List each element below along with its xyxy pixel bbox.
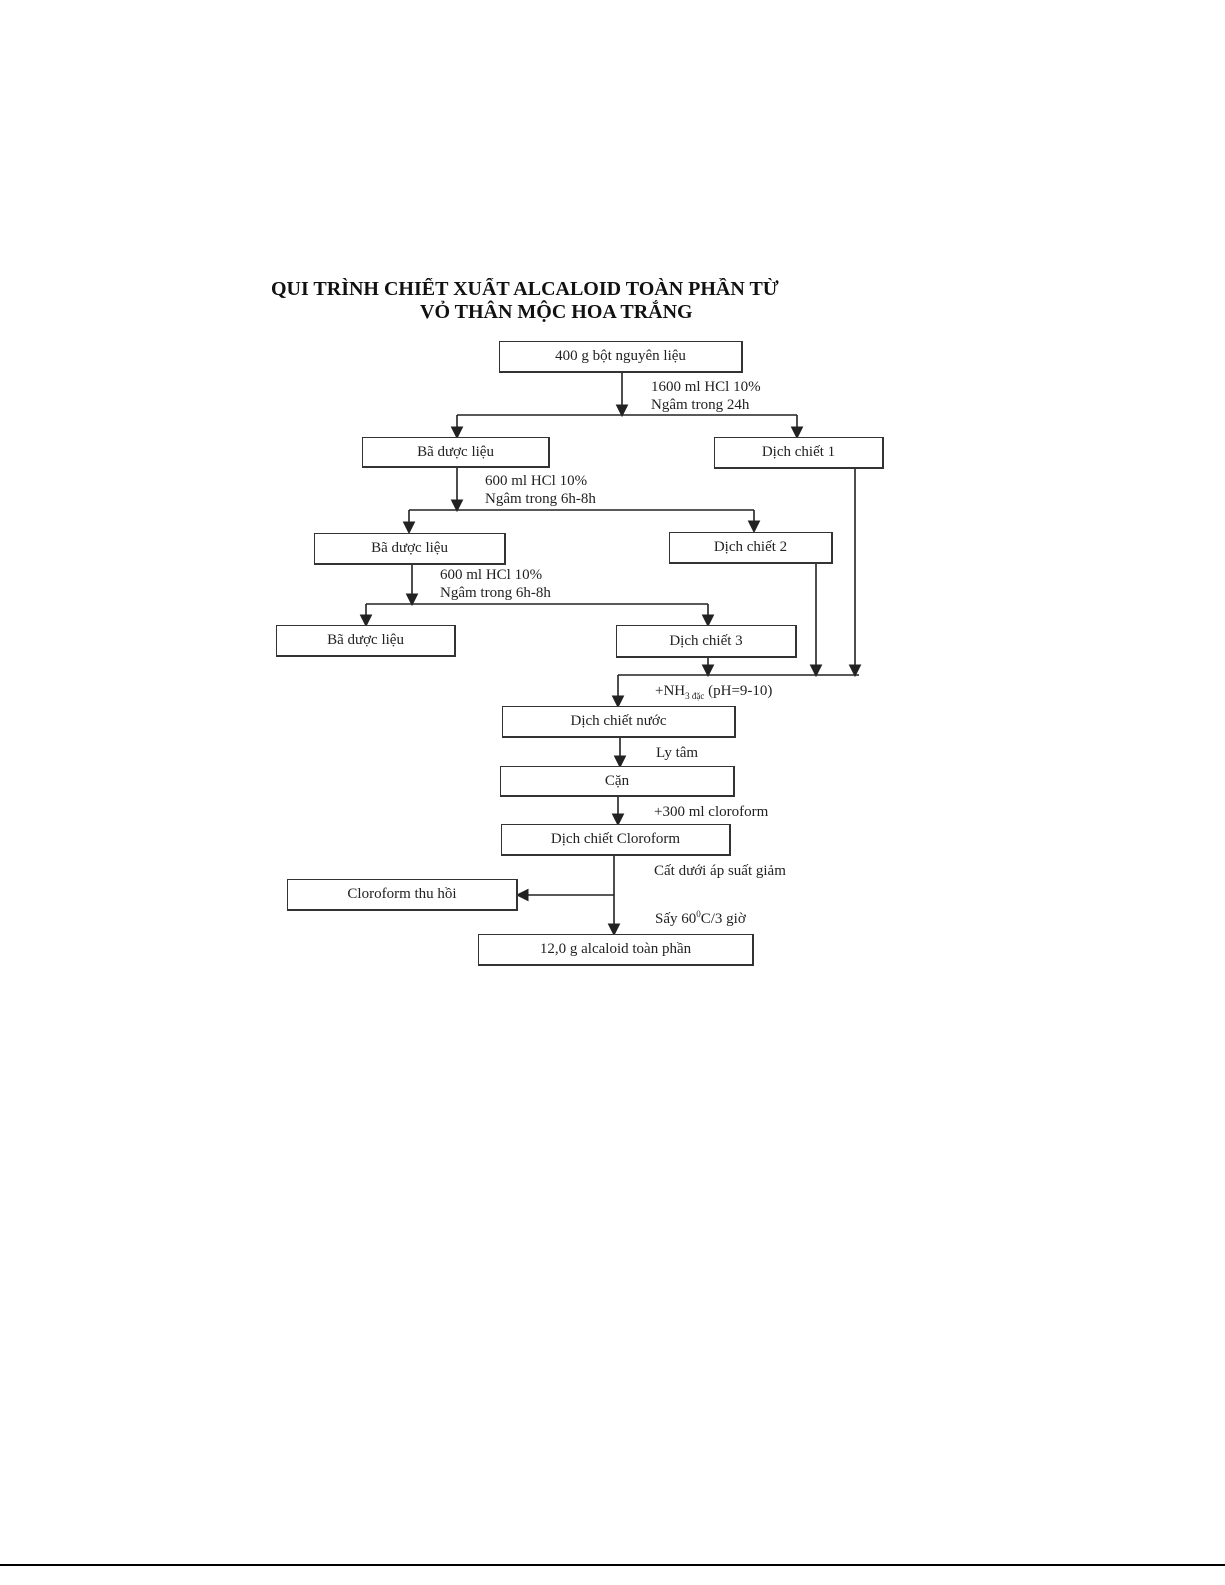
centrifuge-label: Ly tâm [656,745,699,761]
box-chloroform-extract: Dịch chiết Cloroform [501,824,731,856]
ammonia-step-label: +NH3 đặc (pH=9-10) [655,682,772,705]
step-1-label: 1600 ml HCl 10% Ngâm trong 24h [651,378,761,414]
box-residue-2: Bã dược liệu [314,533,506,565]
add-chloroform-label: +300 ml cloroform [654,804,769,820]
page-bottom-rule [0,1564,1225,1566]
distill-label: Cất dưới áp suất giảm [654,863,786,879]
title-line-2: VỎ THÂN MỘC HOA TRẮNG [420,301,693,323]
degree-superscript: 0 [696,909,701,919]
step-1-duration: Ngâm trong 24h [651,397,750,413]
dry-text: Sấy 60 [655,911,697,927]
box-residue-1: Bã dược liệu [362,437,550,468]
box-extract-2: Dịch chiết 2 [669,532,833,564]
step-3-label: 600 ml HCl 10% Ngâm trong 6h-8h [440,566,551,602]
title-line-1: QUI TRÌNH CHIẾT XUẤT ALCALOID TOÀN PHẦN … [271,278,779,300]
box-residue-3: Bã dược liệu [276,625,456,657]
box-water-extract: Dịch chiết nước [502,706,736,738]
step-1-reagent: 1600 ml HCl 10% [651,379,761,395]
box-final-product: 12,0 g alcaloid toàn phần [478,934,754,966]
step-3-reagent: 600 ml HCl 10% [440,567,543,583]
step-3-duration: Ngâm trong 6h-8h [440,585,551,601]
box-extract-3: Dịch chiết 3 [616,625,797,658]
box-start-material: 400 g bột nguyên liệu [499,341,743,373]
dry-duration: C/3 giờ [700,911,746,927]
ammonia-subscript: 3 đặc [685,691,705,701]
ammonia-text: +NH [655,683,686,699]
box-sediment: Cặn [500,766,735,797]
dry-label: Sấy 600C/3 giờ [655,905,746,928]
step-2-duration: Ngâm trong 6h-8h [485,491,596,507]
ph-text: (pH=9-10) [704,683,773,699]
box-extract-1: Dịch chiết 1 [714,437,884,469]
box-chloroform-recovered: Cloroform thu hồi [287,879,518,911]
step-2-label: 600 ml HCl 10% Ngâm trong 6h-8h [485,472,596,508]
step-2-reagent: 600 ml HCl 10% [485,473,588,489]
